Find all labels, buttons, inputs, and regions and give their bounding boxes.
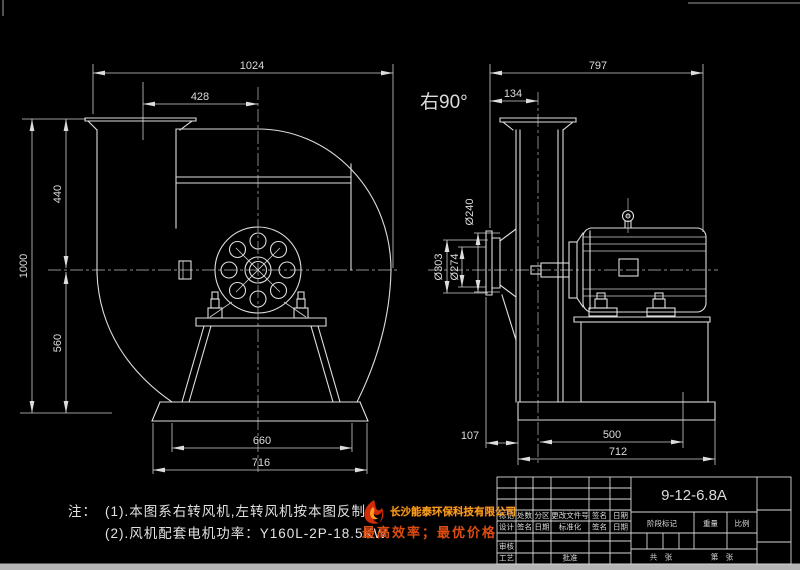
tb-rev-date: 日期 [613,511,628,520]
dim-base-span: 500 [603,429,621,441]
tb-rev-count: 处数 [517,510,532,520]
front-dimensions: 1024 428 440 1000 560 660 716 [18,60,394,474]
dim-outlet-center-side: 134 [504,88,522,100]
lifting-eyebolt [621,209,635,223]
tb-weight: 重量 [703,519,718,528]
tb-rev-doc: 更改文件号 [551,510,589,520]
tb-approve: 批准 [563,553,578,563]
tb-sign2: 签名 [592,522,607,532]
dim-base-inner-width: 660 [253,435,271,447]
tb-check: 审核 [499,541,514,551]
dim-inlet-diameter: Ø240 [464,199,476,226]
dim-total-height: 1000 [18,254,30,278]
tb-standardize: 标准化 [559,522,582,532]
hub-disc [178,226,302,314]
rotation-label: 右90° [420,91,468,113]
dim-inlet-to-base: 107 [461,430,479,442]
base-plinth [151,401,369,422]
title-block: 标记 处数 分区 更改文件号 签名 日期 设计 签名 日期 标准化 签名 日期 … [496,476,792,565]
tb-design: 设计 [499,522,514,532]
tb-sheet-no: 第 张 [711,552,734,562]
tb-rev-zone: 分区 [535,511,550,520]
tb-craft: 工艺 [499,554,514,563]
dim-base-depth: 712 [609,446,627,458]
note-line-1: (1).本图系右转风机,左转风机按本图反制. [105,504,371,519]
watermark-company: 长沙能泰环保科技有限公司 [390,506,516,518]
tb-scale: 比例 [735,518,750,528]
tb-sign: 签名 [517,522,532,532]
dim-outlet-center: 428 [191,91,209,103]
mounting-bolts [207,291,309,319]
side-dimensions: 797 134 Ø303 Ø274 Ø240 107 500 712 [433,60,716,465]
support-stand [181,317,341,403]
outlet-duct [84,117,197,274]
side-view: 右90° [420,60,718,466]
watermark-slogan: 最高效率；最优价格 [362,525,498,540]
pedestal [573,316,711,403]
volute-scroll [96,128,392,403]
tb-date: 日期 [535,523,550,532]
model-number: 9-12-6.8A [661,487,727,504]
dim-lower-height: 560 [52,334,64,352]
dim-overall-depth: 797 [589,60,607,72]
motor [530,209,707,317]
tb-sheet-total: 共 张 [650,553,673,562]
dim-upper-height: 440 [52,185,64,203]
notes: 注： (1).本图系右转风机,左转风机按本图反制. (2).风机配套电机功率：Y… [68,501,387,545]
outlet-duct-side [499,117,577,403]
tb-rev-sign: 签名 [592,510,607,520]
flame-logo-icon [364,500,384,524]
dim-base-outer-width: 716 [252,457,270,469]
dim-inlet-flange-outer: Ø303 [433,254,445,281]
base-slab [517,401,716,421]
inlet-cone [485,228,517,341]
note-line-2: (2).风机配套电机功率：Y160L-2P-18.5KW [105,526,388,541]
notes-prefix: 注： [68,504,97,519]
tb-date2: 日期 [613,523,628,532]
tb-stage-mark: 阶段标记 [647,518,677,528]
front-view: 1024 428 440 1000 560 660 716 [18,60,400,474]
tb-rev-mark: 标记 [499,510,514,520]
terminal-box [618,258,639,277]
dim-inlet-bolt-circle: Ø274 [449,254,461,281]
dim-overall-width: 1024 [240,60,264,72]
